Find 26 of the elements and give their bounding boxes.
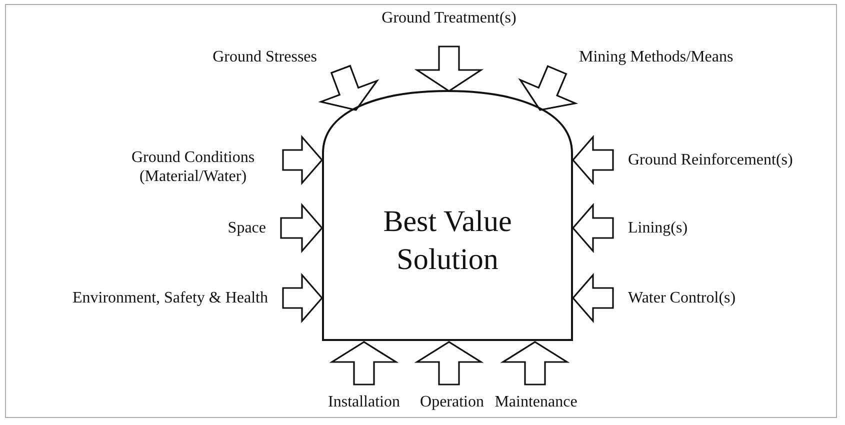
tunnel-outline	[323, 91, 572, 340]
factor-label: Lining(s)	[628, 218, 688, 238]
block-arrow	[500, 341, 570, 386]
factor-label: Operation	[420, 392, 484, 412]
block-arrow	[282, 272, 324, 324]
factor-label: Environment, Safety & Health	[72, 288, 268, 308]
block-arrow	[329, 341, 399, 386]
factor-label: Ground Stresses	[212, 48, 317, 66]
factor-label: Ground Treatment(s)	[382, 8, 516, 28]
factor-label: Space	[228, 218, 266, 238]
block-arrow	[414, 46, 484, 92]
factor-label: Ground Reinforcement(s)	[628, 150, 793, 170]
factor-label: Ground Conditions (Material/Water)	[118, 148, 268, 186]
block-arrow	[572, 202, 614, 254]
factor-label: Installation	[328, 392, 400, 412]
factor-label: Maintenance	[494, 392, 578, 412]
block-arrow	[572, 134, 614, 186]
block-arrow	[414, 341, 484, 386]
block-arrow	[518, 65, 578, 111]
factor-label: Water Control(s)	[628, 288, 736, 308]
block-arrow	[282, 134, 324, 186]
block-arrow	[280, 202, 324, 254]
block-arrow	[572, 272, 614, 324]
block-arrow	[318, 65, 380, 111]
center-label: Best Value Solution	[382, 204, 513, 278]
factor-label: Mining Methods/Means	[579, 48, 734, 66]
